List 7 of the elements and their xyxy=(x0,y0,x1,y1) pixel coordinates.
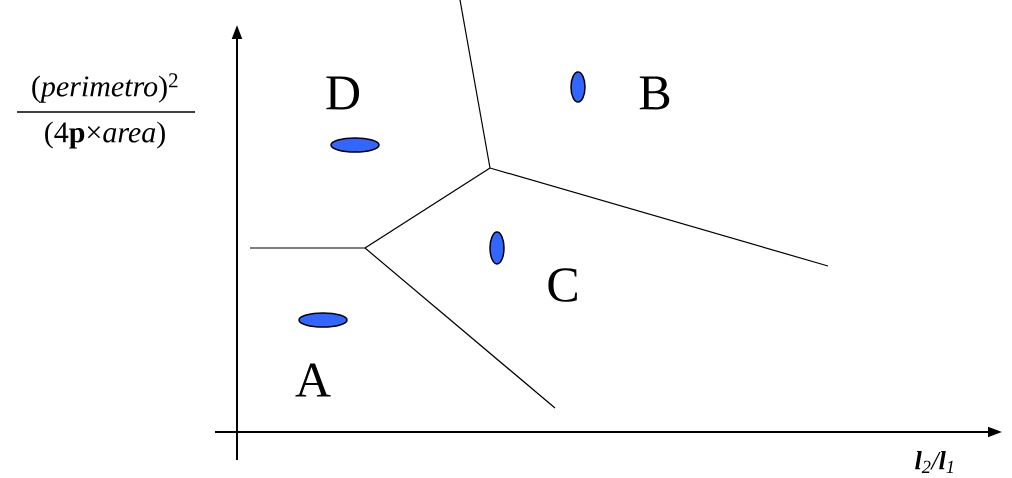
region-label: C xyxy=(548,268,577,302)
axis-label: (4p×area) xyxy=(45,121,165,149)
axis-label: l$_{2}$/l$_{1}$ xyxy=(915,451,953,473)
region-label: D xyxy=(326,76,360,110)
axis-label: (perimetro)$^{2}$ xyxy=(32,73,178,103)
region-label: B xyxy=(639,76,670,110)
region-label: A xyxy=(295,363,331,397)
